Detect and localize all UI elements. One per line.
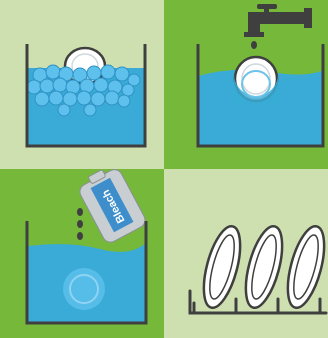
plate-icon xyxy=(197,223,248,312)
plate-icon xyxy=(239,223,290,312)
faucet-icon xyxy=(244,4,312,37)
plate-icon xyxy=(63,268,105,310)
bleach-bottle-icon: Bleach xyxy=(75,169,148,245)
water-drop xyxy=(251,41,257,49)
panel-wash xyxy=(0,0,164,169)
panel-rinse xyxy=(164,0,328,169)
bleach-drops xyxy=(77,208,83,240)
plate-icon xyxy=(234,57,278,104)
panel-sanitize: Bleach xyxy=(0,169,164,338)
panel-dry xyxy=(164,169,328,338)
